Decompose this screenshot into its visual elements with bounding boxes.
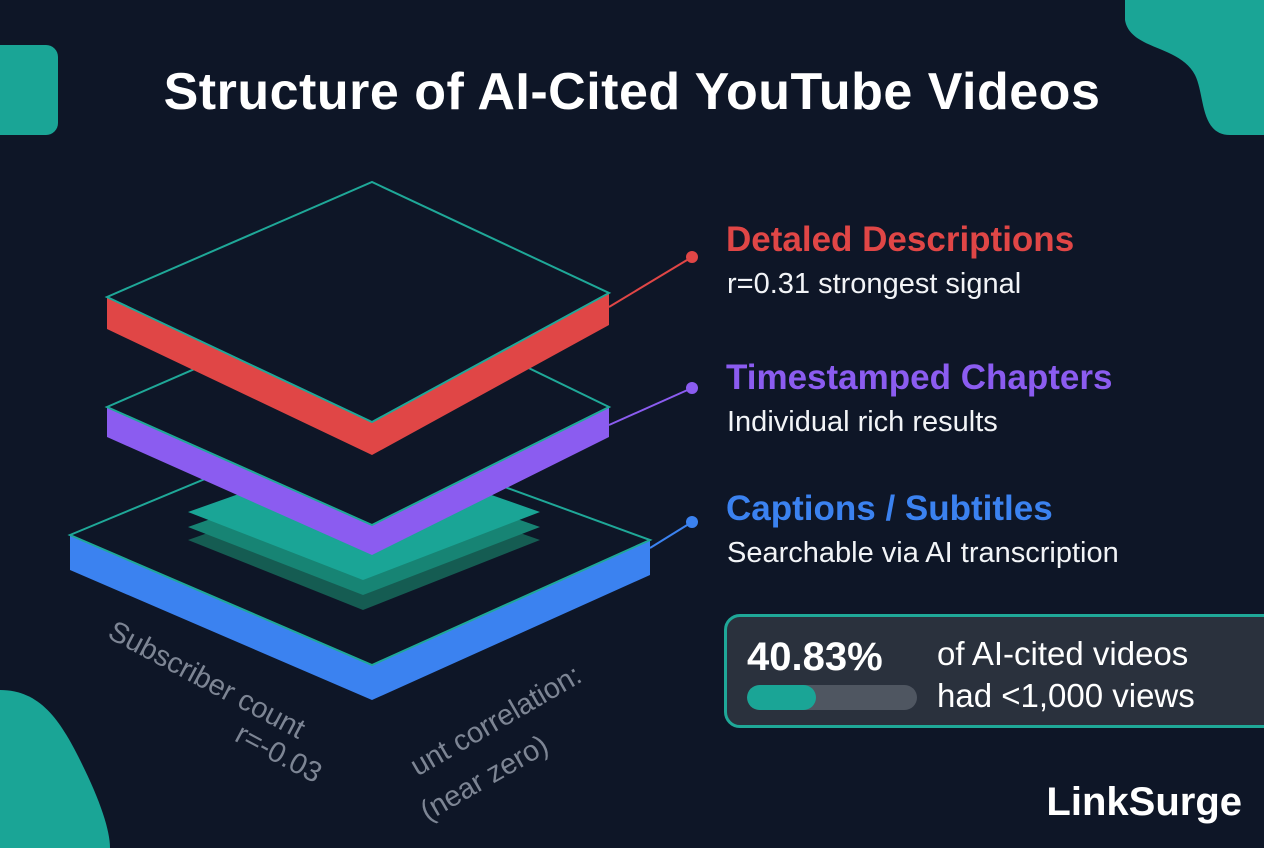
stat-value: 40.83% xyxy=(747,635,883,679)
stat-progress-bar xyxy=(747,685,917,710)
connectors xyxy=(608,251,698,549)
layer-sub-chapters: Individual rich results xyxy=(727,406,998,438)
corner-blob-top-right xyxy=(1125,0,1264,135)
layer-heading-chapters: Timestamped Chapters xyxy=(726,358,1113,397)
layer-sub-captions: Searchable via AI transcription xyxy=(727,537,1119,569)
layer-descriptions xyxy=(104,180,612,455)
corner-blob-bottom-left xyxy=(0,690,110,848)
corner-blob-top-left xyxy=(0,45,58,135)
stat-text-line1: of AI-cited videos xyxy=(937,635,1189,672)
stat-card: 40.83% of AI-cited videos had <1,000 vie… xyxy=(724,614,1264,728)
layer-heading-captions: Captions / Subtitles xyxy=(726,489,1053,528)
brand-logo: LinkSurge xyxy=(1046,780,1242,824)
layer-sub-descriptions: r=0.31 strongest signal xyxy=(727,268,1022,300)
layer-heading-descriptions: Detaled Descriptions xyxy=(726,220,1075,259)
stat-text-line2: had <1,000 views xyxy=(937,677,1195,714)
stat-progress-fill xyxy=(747,685,817,710)
page-title: Structure of AI-Cited YouTube Videos xyxy=(163,63,1101,121)
